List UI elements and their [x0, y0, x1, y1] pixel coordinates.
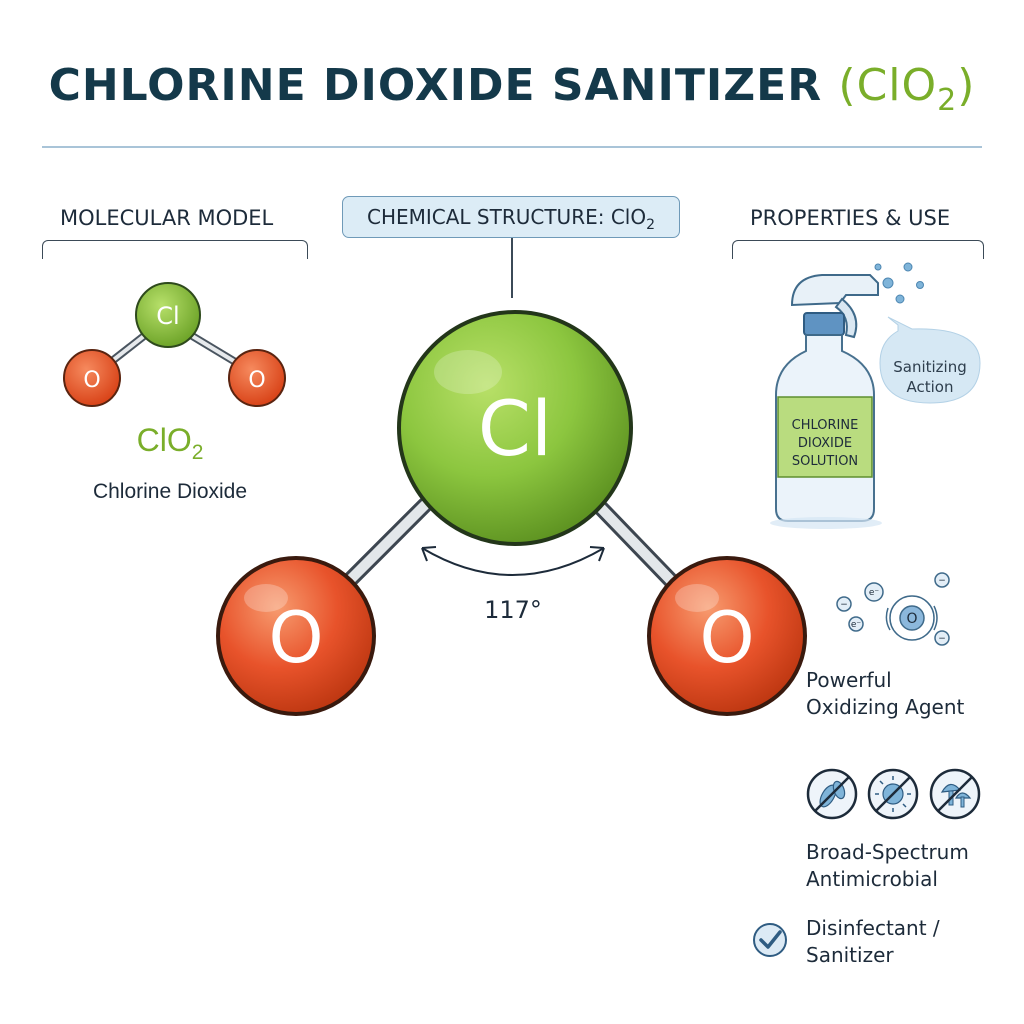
small-chlorine-atom — [135, 282, 201, 348]
svg-text:−: − — [938, 576, 946, 586]
small-oxygen-label-left: O — [83, 368, 100, 393]
bond-angle-arrow — [421, 546, 605, 576]
structure-connector-line — [511, 238, 513, 298]
bottle-label-line1: CHLORINE — [792, 418, 859, 433]
svg-text:O: O — [906, 611, 917, 627]
small-oxygen-atom-right — [228, 349, 286, 407]
virus-crossed-icon — [867, 768, 919, 820]
svg-text:e⁻: e⁻ — [851, 620, 862, 630]
oxygen-atom-right: O — [647, 556, 807, 716]
small-oxygen-atom-left — [63, 349, 121, 407]
bond-left — [332, 497, 433, 598]
compound-name: Chlorine Dioxide — [92, 480, 248, 503]
chlorine-label: Cl — [478, 384, 552, 473]
antimicrobial-icons — [806, 768, 981, 820]
spray-bottle-icon: CHLORINE DIOXIDE SOLUTION Sanitizing Act… — [770, 262, 981, 529]
properties-bracket — [732, 240, 984, 259]
title-divider — [42, 146, 982, 148]
bottle-label-line2: DIOXIDE — [798, 436, 852, 451]
electron-label: e⁻ — [869, 588, 880, 598]
properties-heading: PROPERTIES & USE — [750, 206, 951, 230]
bottle-label-line3: SOLUTION — [792, 454, 858, 469]
title-main: CHLORINE DIOXIDE SANITIZER — [48, 60, 823, 111]
svg-text:−: − — [840, 600, 848, 610]
small-molecule-model: Cl O O — [63, 282, 286, 407]
large-molecule-structure: Cl O O 117° — [216, 310, 807, 716]
antimicrobial-text: Broad-Spectrum Antimicrobial — [806, 840, 969, 891]
bond-angle-label: 117° — [484, 596, 542, 624]
bacteria-crossed-icon — [806, 768, 858, 820]
oxygen-atom-left: O — [216, 556, 376, 716]
bubble-line2: Action — [907, 378, 954, 396]
chemical-structure-heading: CHEMICAL STRUCTURE: ClO2 — [342, 196, 680, 238]
bottle-label — [777, 396, 873, 478]
chlorine-atom: Cl — [397, 310, 633, 546]
disinfectant-text: Disinfectant / Sanitizer — [806, 916, 940, 967]
small-oxygen-label-right: O — [248, 368, 265, 393]
bubble-line1: Sanitizing — [893, 358, 967, 376]
svg-text:−: − — [938, 634, 946, 644]
oxygen-label-left: O — [268, 597, 323, 679]
oxygen-label-right: O — [699, 597, 754, 679]
molecular-model-bracket — [42, 240, 308, 259]
title-formula: (ClO2) — [838, 60, 976, 118]
electron-orbit-icon: O − e⁻ e⁻ − − — [836, 572, 950, 646]
molecular-formula: ClO2 — [136, 422, 204, 464]
small-chlorine-label: Cl — [156, 302, 179, 330]
bond-right — [590, 497, 688, 598]
fungus-crossed-icon — [929, 768, 981, 820]
molecular-model-heading: MOLECULAR MODEL — [60, 206, 274, 230]
checkmark-circle-icon — [753, 923, 787, 957]
oxidizer-text: Powerful Oxidizing Agent — [806, 668, 965, 719]
sanitizing-action-bubble: Sanitizing Action — [879, 316, 981, 404]
page-title: CHLORINE DIOXIDE SANITIZER (ClO2) — [0, 60, 1024, 118]
spray-droplets-icon — [874, 262, 924, 304]
